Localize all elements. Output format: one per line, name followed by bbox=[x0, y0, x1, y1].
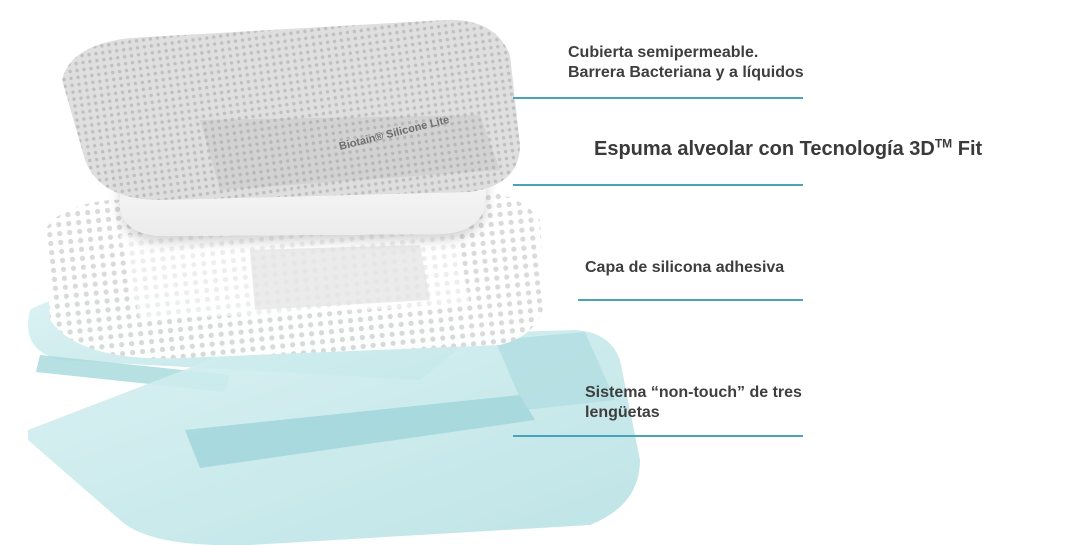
cover-film-shade bbox=[200, 115, 500, 190]
label-cover-line-1: Cubierta semipermeable. bbox=[568, 44, 759, 61]
silicone-mesh-shadow bbox=[250, 245, 430, 310]
label-tabs-line-1: Sistema “non-touch” de tres bbox=[585, 384, 802, 401]
label-foam-suffix: Fit bbox=[952, 138, 983, 160]
label-foam: Espuma alveolar con Tecnología 3DTM Fit bbox=[594, 137, 982, 161]
cover-film-layer: Biotain® Silicone Lite bbox=[62, 19, 520, 201]
label-cover: Cubierta semipermeable. Barrera Bacteria… bbox=[568, 43, 804, 83]
label-tabs-line-2: lengüetas bbox=[585, 404, 660, 421]
label-silicone: Capa de silicona adhesiva bbox=[585, 258, 784, 278]
label-cover-line-2: Barrera Bacteriana y a líquidos bbox=[568, 64, 804, 81]
label-tabs: Sistema “non-touch” de tres lengüetas bbox=[585, 383, 802, 423]
release-liner-tab-right bbox=[495, 332, 615, 410]
label-foam-text: Espuma alveolar con Tecnología 3D bbox=[594, 138, 935, 160]
label-silicone-line-1: Capa de silicona adhesiva bbox=[585, 259, 785, 276]
label-foam-trademark: TM bbox=[934, 136, 953, 151]
release-liner-tab-center bbox=[185, 395, 535, 468]
